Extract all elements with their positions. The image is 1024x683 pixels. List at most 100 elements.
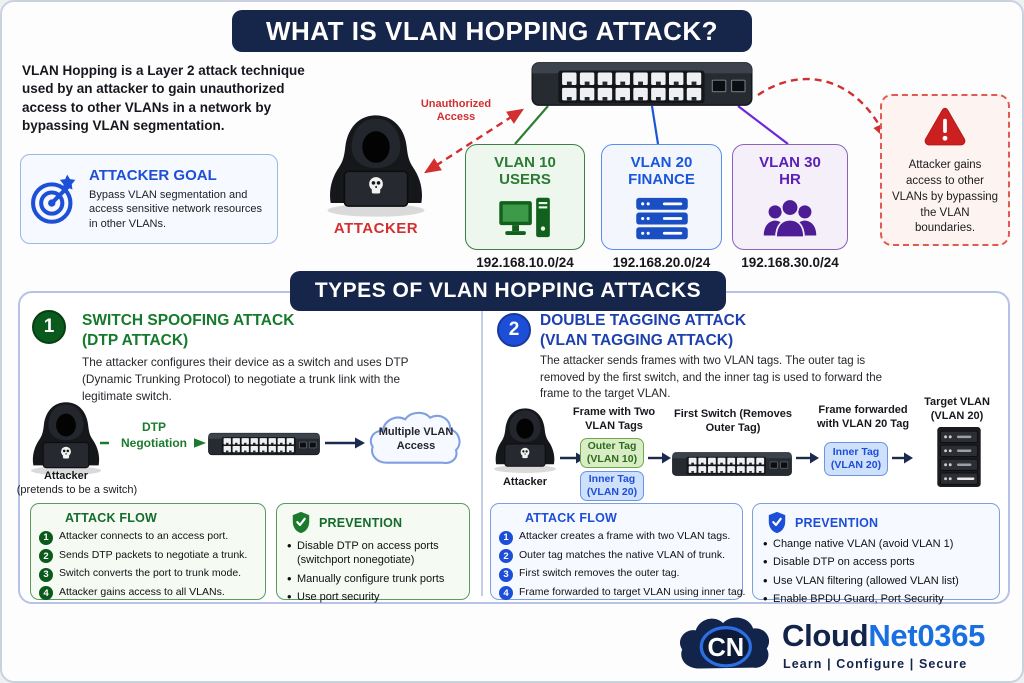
prevention-item: Disable DTP on access ports (switchport … [285,538,461,568]
step-text: Sends DTP packets to negotiate a trunk. [59,548,248,561]
vlan20-name: VLAN 20 [630,154,693,171]
attack-path-curve-arrow [757,77,888,141]
attack2-flow-title: ATTACK FLOW [525,511,617,525]
trunk-link-arrow [325,437,365,449]
attack2-step-3: 3 First switch removes the outer tag. [499,567,734,582]
step-number-badge: 1 [499,530,513,545]
prevention-item: Use port security [285,589,461,606]
step-text: Outer tag matches the native VLAN of tru… [519,548,726,561]
attack1-title: SWITCH SPOOFING ATTACK (DTP ATTACK) [82,311,294,351]
step-text: Attacker gains access to all VLANs. [59,585,225,598]
attacker-figure-small [488,406,562,474]
prevention-item: Enable BPDU Guard, Port Security [761,591,991,608]
brand-tagline: Learn | Configure | Secure [783,657,968,671]
legitimate-switch [208,421,320,467]
step-text: Attacker creates a frame with two VLAN t… [519,530,731,542]
frame-forwarded-label: Frame forwarded with VLAN 20 Tag [816,404,910,430]
vlan20-link-line [650,105,660,145]
prevention-item: Change native VLAN (avoid VLAN 1) [761,536,991,553]
attack2-number-badge: 2 [497,313,531,347]
brand-name: CloudNet0365 [782,618,985,654]
attack1-flow-card: ATTACK FLOW 1 Attacker connects to an ac… [30,503,266,600]
people-group-icon [763,197,817,238]
attack2-step-2: 2 Outer tag matches the native VLAN of t… [499,548,734,563]
attacker-goal-title: ATTACKER GOAL [89,167,217,185]
step-text: First switch removes the outer tag. [519,567,680,579]
step-number-badge: 2 [39,549,53,563]
step-number-badge: 3 [39,567,53,582]
attack1-prevention-card: PREVENTION Disable DTP on access ports (… [276,503,470,606]
dtp-negotiation-arrow [100,437,206,449]
attack1-number: 1 [43,316,55,337]
frame-arrow-3 [796,452,819,464]
shield-check-icon [291,511,311,534]
unauthorized-access-label: Unauthorized Access [420,98,492,124]
frame-arrow-2 [648,452,671,464]
attacker-goal-card: ATTACKER GOAL Bypass VLAN segmentation a… [20,154,278,244]
step-text: Attacker connects to an access port. [59,530,229,542]
attack2-prevention-title: PREVENTION [795,515,879,530]
cloudnet-logo-icon: CN [679,617,770,669]
target-goal-icon [31,174,76,224]
step-number-badge: 3 [499,567,513,582]
brand-accent: Net0365 [868,618,986,653]
prevention-item: Use VLAN filtering (allowed VLAN list) [761,573,991,590]
attack2-description: The attacker sends frames with two VLAN … [540,355,882,401]
title-banner: WHAT IS VLAN HOPPING ATTACK? [232,10,752,52]
vlan10-subnet: 192.168.10.0/24 [476,255,574,270]
vlan30-link-line [737,105,789,145]
step-number-badge: 4 [39,586,53,600]
attack1-step-4: 4 Attacker gains access to all VLANs. [39,585,257,600]
brand-primary: Cloud [782,618,869,653]
outer-tag-box: Outer Tag (VLAN 10) [580,438,644,468]
attacker-goal-body: Bypass VLAN segmentation and access sens… [89,189,263,230]
first-switch [672,440,792,488]
attack1-step-3: 3 Switch converts the port to trunk mode… [39,567,257,582]
types-banner: TYPES OF VLAN HOPPING ATTACKS [290,271,726,311]
vlan10-name: VLAN 10 [494,154,556,171]
attacker-label: ATTACKER [333,220,419,237]
attacker-figure [318,112,434,218]
attack1-flow-title: ATTACK FLOW [65,511,157,525]
inner-tag-box: Inner Tag (VLAN 20) [580,471,644,501]
attack1-attacker-label: Attacker [43,470,89,482]
attack2-title-line2: (VLAN TAGGING ATTACK) [540,331,734,349]
dtp-label-line1: DTP [142,420,166,434]
vlan20-subnet: 192.168.20.0/24 [612,255,711,270]
network-switch [530,58,754,110]
attack2-flow-card: ATTACK FLOW 1 Attacker creates a frame w… [490,503,745,600]
step-text: Switch converts the port to trunk mode. [59,567,242,579]
forwarded-inner-tag-box: Inner Tag (VLAN 20) [824,442,888,476]
vlan20-finance-card: VLAN 20 FINANCE [601,144,722,250]
attack2-attacker-label: Attacker [502,476,548,488]
attack2-step-4: 4 Frame forwarded to target VLAN using i… [499,586,745,600]
attacker-figure-small [24,400,108,476]
attack1-step-1: 1 Attacker connects to an access port. [39,530,257,545]
panel-divider [481,300,483,596]
page-title: WHAT IS VLAN HOPPING ATTACK? [265,16,719,46]
warning-triangle-icon [924,107,966,146]
frame-arrow-4 [892,452,913,464]
shield-check-icon [767,511,787,534]
vlan10-link-line [514,105,549,145]
step-text: Frame forwarded to target VLAN using inn… [519,585,746,598]
first-switch-label: First Switch (Removes Outer Tag) [674,408,792,434]
step-number-badge: 2 [499,549,513,563]
attack1-title-line2: (DTP ATTACK) [82,331,189,349]
vlan10-users-card: VLAN 10 USERS [465,144,585,250]
types-banner-title: TYPES OF VLAN HOPPING ATTACKS [314,279,702,302]
attack1-prevention-title: PREVENTION [319,515,403,530]
attack2-title: DOUBLE TAGGING ATTACK (VLAN TAGGING ATTA… [540,311,746,351]
attack1-step-2: 2 Sends DTP packets to negotiate a trunk… [39,548,257,563]
vlan10-dept: USERS [499,171,551,189]
server-stack-icon [635,197,688,239]
target-vlan-label: Target VLAN (VLAN 20) [924,396,990,422]
logo-initials: CN [707,634,744,662]
multiple-vlan-cloud [369,411,461,464]
vlan30-dept: HR [779,171,801,189]
attack2-number: 2 [508,319,520,340]
prevention-item: Disable DTP on access ports [761,554,991,571]
multiple-vlan-access-label: Multiple VLAN Access [378,426,454,452]
